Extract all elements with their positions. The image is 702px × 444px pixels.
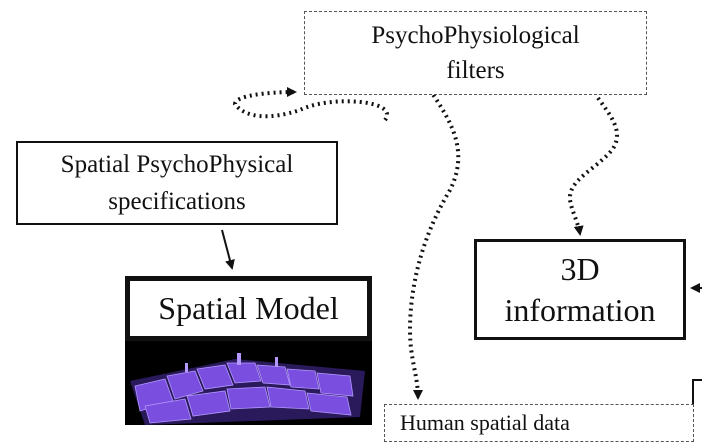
spatial-psychophysical-specs-box: Spatial PsychoPhysical specifications xyxy=(16,141,338,225)
arrow-specs-to-model xyxy=(221,229,235,270)
spatial-psychophysical-specs-label: Spatial PsychoPhysical specifications xyxy=(60,151,294,215)
spatial-model-box: Spatial Model xyxy=(125,276,372,341)
dotted-arrow-filters-to-human xyxy=(407,88,461,400)
psychophysiological-filters-box: PsychoPhysiological filters xyxy=(304,11,647,95)
3d-information-box: 3D information xyxy=(474,239,686,340)
3d-information-label: 3D information xyxy=(504,250,656,328)
human-spatial-data-box: Human spatial data xyxy=(384,404,694,442)
dotted-arrow-filters-to-3d xyxy=(567,96,619,236)
spatial-model-label: Spatial Model xyxy=(158,290,339,326)
city-model-image xyxy=(125,341,372,425)
psychophysiological-filters-label: PsychoPhysiological filters xyxy=(371,22,580,84)
human-spatial-data-label: Human spatial data xyxy=(400,410,570,435)
dotted-arrow-filters-loop xyxy=(232,87,390,122)
